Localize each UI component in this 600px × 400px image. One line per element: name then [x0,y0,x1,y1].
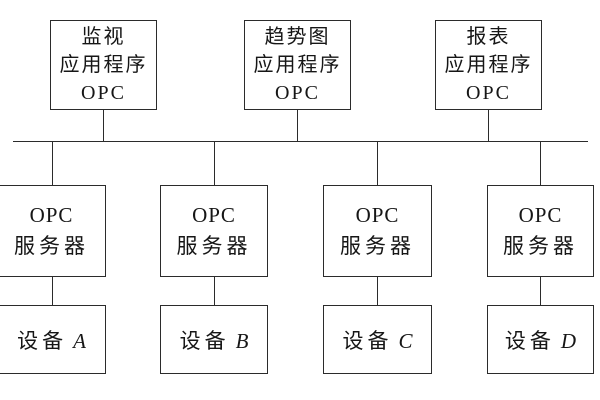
connector-server1-device-a [52,277,53,305]
app-box-trend-line2: 应用程序 [253,54,342,76]
server-box-1-line2: 服务器 [14,234,89,258]
server-box-4-line2: 服务器 [503,234,578,258]
server-box-2-line2: 服务器 [176,234,252,258]
connector-app2-bus [297,110,298,142]
server-box-1: OPC 服务器 [0,185,106,277]
app-box-monitor-line3: OPC [81,82,126,104]
connector-app1-bus [103,110,104,142]
server-box-3-line2: 服务器 [340,234,415,258]
app-box-report-line1: 报表 [466,26,511,48]
app-box-trend-line1: 趋势图 [264,26,331,48]
app-box-monitor: 监视 应用程序 OPC [50,20,157,110]
app-box-trend: 趋势图 应用程序 OPC [244,20,351,110]
connector-server2-device-b [214,277,215,305]
device-box-a-prefix: 设备 [17,328,68,353]
device-box-c-prefix: 设备 [342,328,393,353]
connector-bus-server4 [540,141,541,185]
connector-server4-device-d [540,277,541,305]
server-box-1-line1: OPC [29,203,74,227]
server-box-3: OPC 服务器 [323,185,432,277]
server-box-2-line1: OPC [192,203,236,227]
connector-bus-server3 [377,141,378,185]
connector-app3-bus [488,110,489,142]
app-box-report: 报表 应用程序 OPC [435,20,542,110]
device-box-b-letter: B [235,328,249,353]
device-box-c-letter: C [398,328,413,353]
app-box-monitor-line2: 应用程序 [59,54,148,76]
connector-bus-server2 [214,141,215,185]
network-bus-line [13,141,588,142]
connector-bus-server1 [52,141,53,185]
device-box-a-letter: A [73,328,86,353]
device-box-b-prefix: 设备 [179,328,230,353]
server-box-4: OPC 服务器 [487,185,594,277]
device-box-d-letter: D [560,328,577,353]
server-box-2: OPC 服务器 [160,185,268,277]
server-box-4-line1: OPC [518,203,563,227]
device-box-d-prefix: 设备 [504,328,555,353]
server-box-3-line1: OPC [355,203,400,227]
app-box-report-line3: OPC [466,82,511,104]
app-box-trend-line3: OPC [275,82,320,104]
app-box-monitor-line1: 监视 [81,26,126,48]
connector-server3-device-c [377,277,378,305]
app-box-report-line2: 应用程序 [444,54,533,76]
